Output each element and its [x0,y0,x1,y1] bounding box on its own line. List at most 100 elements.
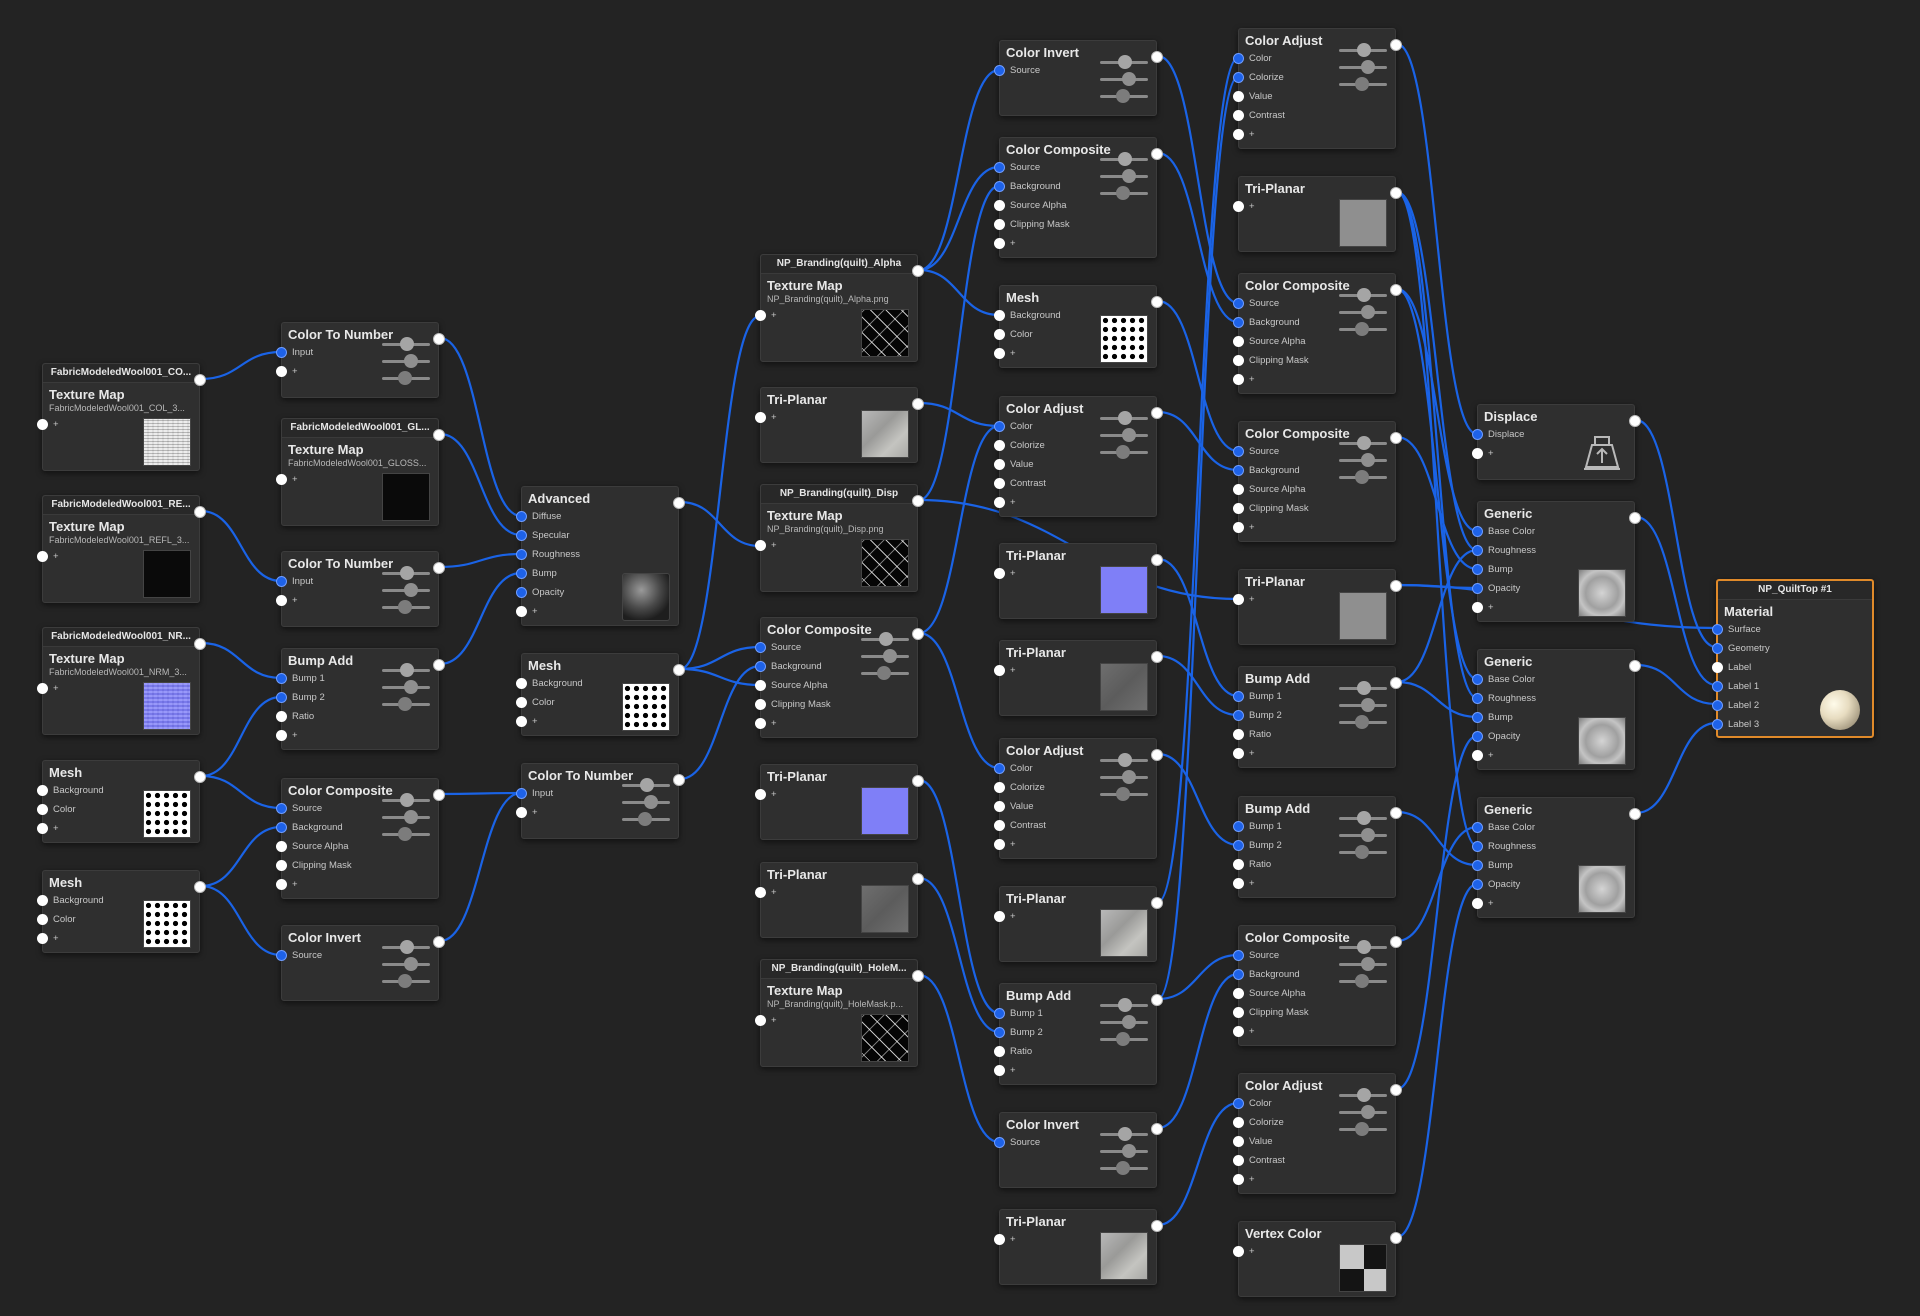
port-socket-icon[interactable] [994,310,1005,321]
node-tri-planar-tp-9[interactable]: Tri-Planar+ [1233,569,1402,645]
wire-tp-7-to-ca-4[interactable] [1157,1101,1239,1227]
port-socket-icon[interactable] [994,478,1005,489]
wire-advanced-to-tm-disp[interactable] [679,500,761,548]
input-port-opacity[interactable]: Opacity [1472,727,1634,746]
port-socket-icon[interactable] [994,1234,1005,1245]
port-socket-icon[interactable] [276,841,287,852]
port-socket-icon[interactable] [755,310,766,321]
output-port-icon[interactable] [433,333,445,345]
input-port-opacity[interactable]: Opacity [516,583,678,602]
port-socket-icon[interactable] [1233,1136,1244,1147]
output-port-icon[interactable] [194,506,206,518]
input-port-background[interactable]: Background [755,657,917,676]
port-socket-icon[interactable] [276,595,287,606]
port-socket-icon[interactable] [276,347,287,358]
wire-cc-2-to-ca-1[interactable] [918,424,1000,635]
wire-cc-3-to-cc-4[interactable] [1157,151,1239,324]
input-port-add[interactable]: + [755,306,917,325]
parameter-sliders[interactable] [382,564,430,615]
input-port-add[interactable]: + [1233,1022,1395,1041]
input-port-source-alpha[interactable]: Source Alpha [994,196,1156,215]
slider[interactable] [382,369,430,386]
input-port-add[interactable]: + [1472,444,1634,463]
input-port-background[interactable]: Background [37,781,199,800]
port-socket-icon[interactable] [1712,662,1723,673]
port-socket-icon[interactable] [516,697,527,708]
wire-bump-add-3-to-generic-2[interactable] [1396,680,1478,719]
input-port-label-2[interactable]: Label 2 [1712,696,1872,715]
input-port-roughness[interactable]: Roughness [516,545,678,564]
node-tri-planar-tp-4[interactable]: Tri-Planar+ [994,543,1163,619]
wire-tp-4-to-bump-add-3[interactable] [1157,557,1239,698]
output-port-icon[interactable] [1390,1232,1402,1244]
port-socket-icon[interactable] [994,200,1005,211]
input-port-add[interactable]: + [37,415,199,434]
port-socket-icon[interactable] [1233,1117,1244,1128]
input-port-source-alpha[interactable]: Source Alpha [1233,332,1395,351]
port-socket-icon[interactable] [994,329,1005,340]
input-port-add[interactable]: + [994,564,1156,583]
input-port-input[interactable]: Input [516,784,678,803]
input-port-add[interactable]: + [1233,744,1395,763]
port-socket-icon[interactable] [755,718,766,729]
wire-generic-2-to-material[interactable] [1635,663,1717,706]
wire-tm-nrm-to-bump-add-1[interactable] [200,641,282,680]
wire-tm-alpha-to-mesh-d[interactable] [918,268,1000,317]
slider[interactable] [1100,751,1148,768]
port-socket-icon[interactable] [1233,53,1244,64]
input-port-clipping-mask[interactable]: Clipping Mask [276,856,438,875]
input-port-color[interactable]: Color [37,910,199,929]
input-port-roughness[interactable]: Roughness [1472,541,1634,560]
slider[interactable] [1100,443,1148,460]
port-socket-icon[interactable] [1233,484,1244,495]
port-socket-icon[interactable] [994,181,1005,192]
output-port-icon[interactable] [1390,936,1402,948]
parameter-sliders[interactable] [1100,1125,1148,1176]
port-socket-icon[interactable] [994,440,1005,451]
input-port-color[interactable]: Color [1233,1094,1395,1113]
input-port-source[interactable]: Source [994,158,1156,177]
port-socket-icon[interactable] [1233,729,1244,740]
slider[interactable] [382,972,430,989]
input-port-bump-1[interactable]: Bump 1 [994,1004,1156,1023]
slider[interactable] [382,695,430,712]
port-socket-icon[interactable] [1472,898,1483,909]
input-port-color[interactable]: Color [994,759,1156,778]
port-socket-icon[interactable] [1233,840,1244,851]
parameter-sliders[interactable] [1339,679,1387,730]
output-port-icon[interactable] [912,495,924,507]
port-socket-icon[interactable] [1472,602,1483,613]
input-port-add[interactable]: + [276,362,438,381]
wire-tm-refl-to-ctn-2[interactable] [200,509,282,583]
wire-mesh-d-to-cc-5[interactable] [1157,299,1239,453]
node-tri-planar-tp-2[interactable]: Tri-Planar+ [755,764,924,840]
port-socket-icon[interactable] [1233,1098,1244,1109]
wire-cc-5-to-generic-1[interactable] [1396,435,1478,571]
input-port-bump-1[interactable]: Bump 1 [1233,817,1395,836]
input-port-source-alpha[interactable]: Source Alpha [1233,480,1395,499]
slider[interactable] [1100,150,1148,167]
port-socket-icon[interactable] [1472,429,1483,440]
port-socket-icon[interactable] [1712,624,1723,635]
input-port-colorize[interactable]: Colorize [1233,68,1395,87]
slider[interactable] [382,955,430,972]
output-port-icon[interactable] [433,562,445,574]
output-port-icon[interactable] [673,774,685,786]
port-socket-icon[interactable] [516,716,527,727]
input-port-add[interactable]: + [994,661,1156,680]
slider[interactable] [1339,696,1387,713]
output-port-icon[interactable] [1390,807,1402,819]
input-port-bump[interactable]: Bump [1472,708,1634,727]
slider[interactable] [1339,843,1387,860]
node-tri-planar-tp-6[interactable]: Tri-Planar+ [994,886,1163,962]
port-socket-icon[interactable] [1233,374,1244,385]
wire-mesh-c-to-cc-2[interactable] [679,667,761,687]
wire-mesh-c-to-tm-alpha[interactable] [679,314,761,671]
slider[interactable] [1100,1125,1148,1142]
port-socket-icon[interactable] [516,511,527,522]
